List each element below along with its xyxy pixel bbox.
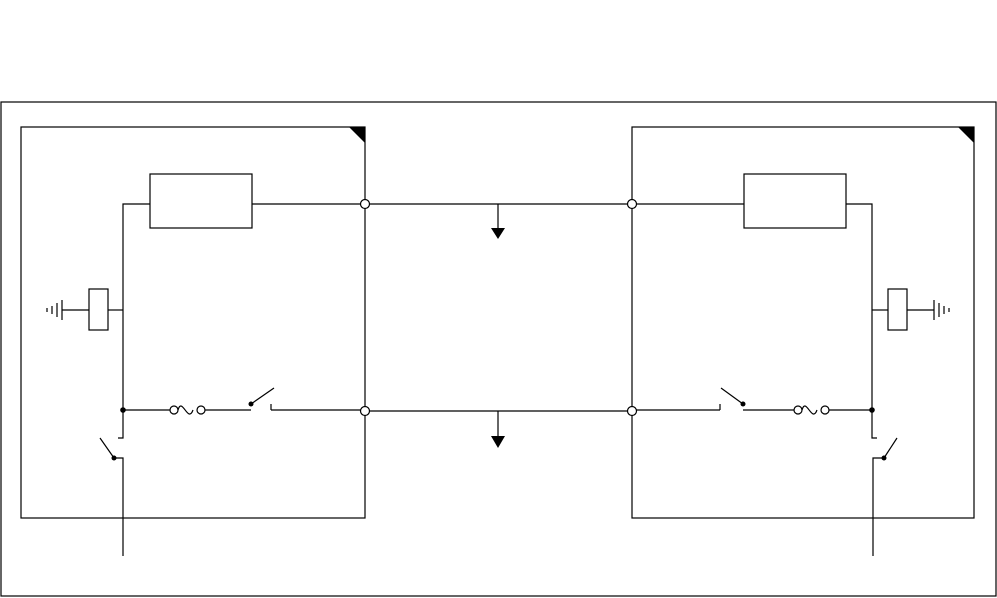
right-vertical-wire <box>846 204 877 438</box>
right-fuse-icon <box>794 406 829 414</box>
right-input-wire <box>873 458 884 556</box>
right-input-switch-blade <box>884 438 897 458</box>
left-fuse-icon <box>170 406 205 414</box>
right-junction-dot <box>869 407 875 413</box>
bottom-bus-arrow-icon <box>491 436 505 448</box>
left-vertical-wire <box>118 204 150 438</box>
top-bus-node-right <box>628 200 637 209</box>
right-switch-blade <box>721 388 743 404</box>
right-panel <box>632 127 974 556</box>
left-panel-corner-marker <box>349 127 365 143</box>
left-panel-border <box>21 127 365 518</box>
bottom-bus <box>361 407 637 449</box>
top-bus <box>361 200 637 240</box>
left-panel <box>21 127 365 556</box>
left-ground-icon <box>47 289 123 330</box>
top-bus-arrow-icon <box>491 228 505 239</box>
right-panel-border <box>632 127 974 518</box>
right-component-box <box>744 174 846 228</box>
left-input-wire <box>114 458 123 556</box>
right-panel-corner-marker <box>958 127 974 143</box>
left-input-switch-blade <box>100 438 114 458</box>
top-bus-node-left <box>361 200 370 209</box>
bottom-bus-node-left <box>361 407 370 416</box>
bottom-bus-node-right <box>628 407 637 416</box>
left-switch-blade <box>251 388 274 404</box>
right-switch-pivot <box>741 402 746 407</box>
left-component-box <box>150 174 252 228</box>
right-ground-icon <box>872 289 949 330</box>
left-junction-dot <box>120 407 126 413</box>
